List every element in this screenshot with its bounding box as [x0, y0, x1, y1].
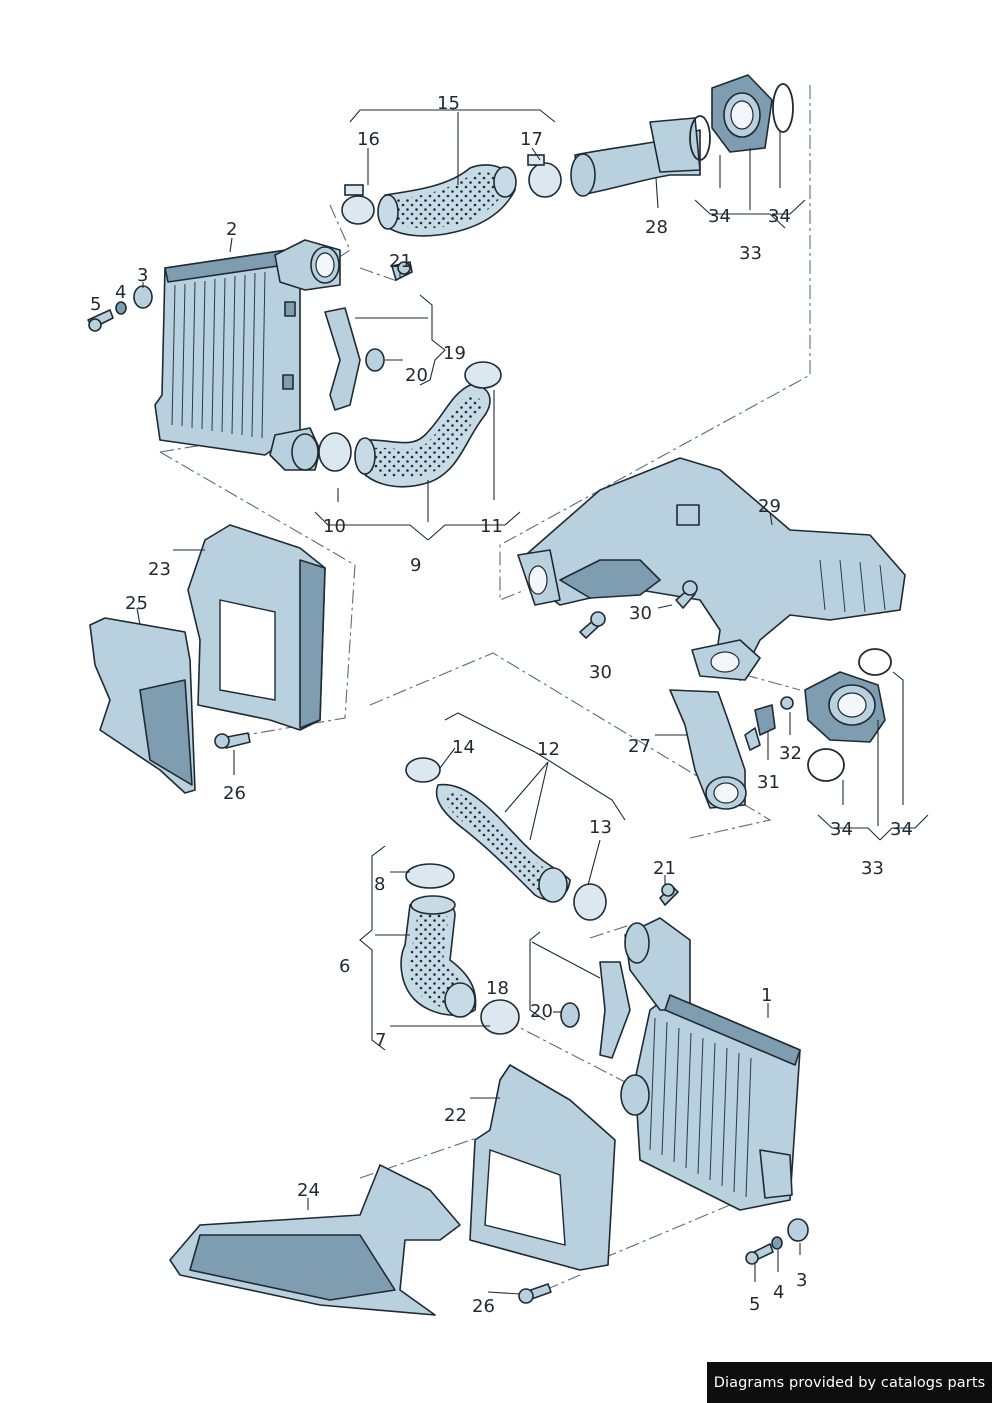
callout-8: 8 — [374, 874, 385, 895]
leader-lines — [136, 109, 929, 1295]
callout-1: 1 — [761, 985, 772, 1006]
air-duct-24 — [169, 1164, 461, 1316]
callout-20-upper: 20 — [405, 365, 428, 386]
hose-lower-12 — [405, 757, 607, 921]
throttle-body-upper — [689, 74, 794, 161]
callout-5-lower: 5 — [749, 1294, 760, 1315]
sensor-31 — [744, 696, 794, 751]
callout-24: 24 — [297, 1180, 320, 1201]
callout-26-lower: 26 — [472, 1296, 495, 1317]
callout-21-lower: 21 — [653, 858, 676, 879]
air-duct-25 — [89, 617, 196, 794]
credit-banner: Diagrams provided by catalogs parts — [707, 1362, 992, 1403]
callout-11: 11 — [480, 516, 503, 537]
callout-18: 18 — [486, 978, 509, 999]
callout-21-upper: 21 — [389, 251, 412, 272]
hose-lower-6 — [400, 863, 520, 1035]
callout-7: 7 — [375, 1030, 386, 1051]
callout-4-lower: 4 — [773, 1282, 784, 1303]
callout-5-upper: 5 — [90, 294, 101, 315]
callout-23: 23 — [148, 559, 171, 580]
air-duct-22 — [469, 1064, 616, 1271]
callout-30-right: 30 — [629, 603, 652, 624]
callout-31: 31 — [757, 772, 780, 793]
callout-29: 29 — [758, 496, 781, 517]
bracket-upper — [324, 261, 413, 411]
callout-22: 22 — [444, 1105, 467, 1126]
callout-14: 14 — [452, 737, 475, 758]
callout-3-lower: 3 — [796, 1270, 807, 1291]
callout-19: 19 — [443, 343, 466, 364]
callout-34-lower-left: 34 — [830, 819, 853, 840]
air-duct-23 — [187, 524, 326, 731]
intercooler-upper — [154, 239, 341, 471]
callout-34-upper-left: 34 — [708, 206, 731, 227]
hose-upper-15 — [341, 154, 562, 237]
callout-13: 13 — [589, 817, 612, 838]
callout-3-upper: 3 — [137, 265, 148, 286]
intake-manifold-29 — [517, 457, 906, 681]
bolt-set-lower — [745, 1218, 809, 1265]
callout-25: 25 — [125, 593, 148, 614]
callout-33-upper: 33 — [739, 243, 762, 264]
throttle-body-lower — [804, 648, 892, 782]
pipe-28 — [570, 117, 701, 197]
callout-34-lower-right: 34 — [890, 819, 913, 840]
callout-32: 32 — [779, 743, 802, 764]
bolt-26-lower — [518, 1283, 552, 1304]
callout-15: 15 — [437, 93, 460, 114]
pipe-27 — [669, 689, 747, 810]
callout-6: 6 — [339, 956, 350, 977]
callout-27: 27 — [628, 736, 651, 757]
callout-34-upper-right: 34 — [768, 206, 791, 227]
callout-2: 2 — [226, 219, 237, 240]
callout-10: 10 — [323, 516, 346, 537]
callout-4-upper: 4 — [115, 282, 126, 303]
callout-26-upper: 26 — [223, 783, 246, 804]
bolts-30 — [579, 580, 698, 639]
callout-17: 17 — [520, 129, 543, 150]
callout-12: 12 — [537, 739, 560, 760]
bracket-lower — [560, 883, 679, 1059]
bolt-26-upper — [214, 732, 251, 749]
callout-20-lower: 20 — [530, 1001, 553, 1022]
callout-30-left: 30 — [589, 662, 612, 683]
callout-16: 16 — [357, 129, 380, 150]
callout-9: 9 — [410, 555, 421, 576]
hose-middle-9 — [318, 361, 502, 488]
callout-28: 28 — [645, 217, 668, 238]
callout-33-lower: 33 — [861, 858, 884, 879]
callout-labels: 1 2 3 3 4 4 5 5 6 7 8 9 10 11 12 13 14 1… — [90, 93, 913, 1317]
intercooler-lower — [620, 917, 801, 1211]
